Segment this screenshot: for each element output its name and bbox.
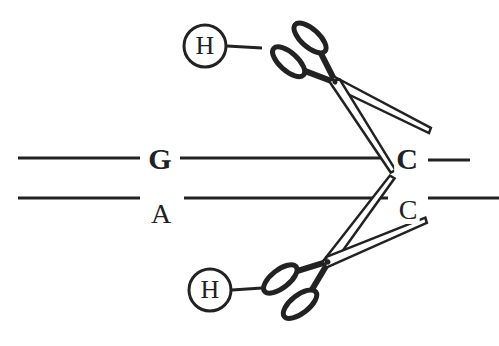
base-letter: C bbox=[397, 196, 420, 224]
scissors-symbol bbox=[256, 174, 428, 327]
dna-strands bbox=[18, 158, 499, 198]
enzyme-circle: H bbox=[182, 23, 228, 69]
enzyme-circle: H bbox=[187, 267, 233, 313]
scissors-symbol bbox=[264, 14, 432, 174]
leader-lines bbox=[227, 46, 262, 290]
base-letter: C bbox=[394, 144, 420, 174]
enzyme-letter: H bbox=[196, 33, 215, 59]
base-letter: G bbox=[146, 144, 173, 174]
enzyme-letter: H bbox=[201, 277, 220, 303]
base-letter: A bbox=[149, 200, 173, 228]
